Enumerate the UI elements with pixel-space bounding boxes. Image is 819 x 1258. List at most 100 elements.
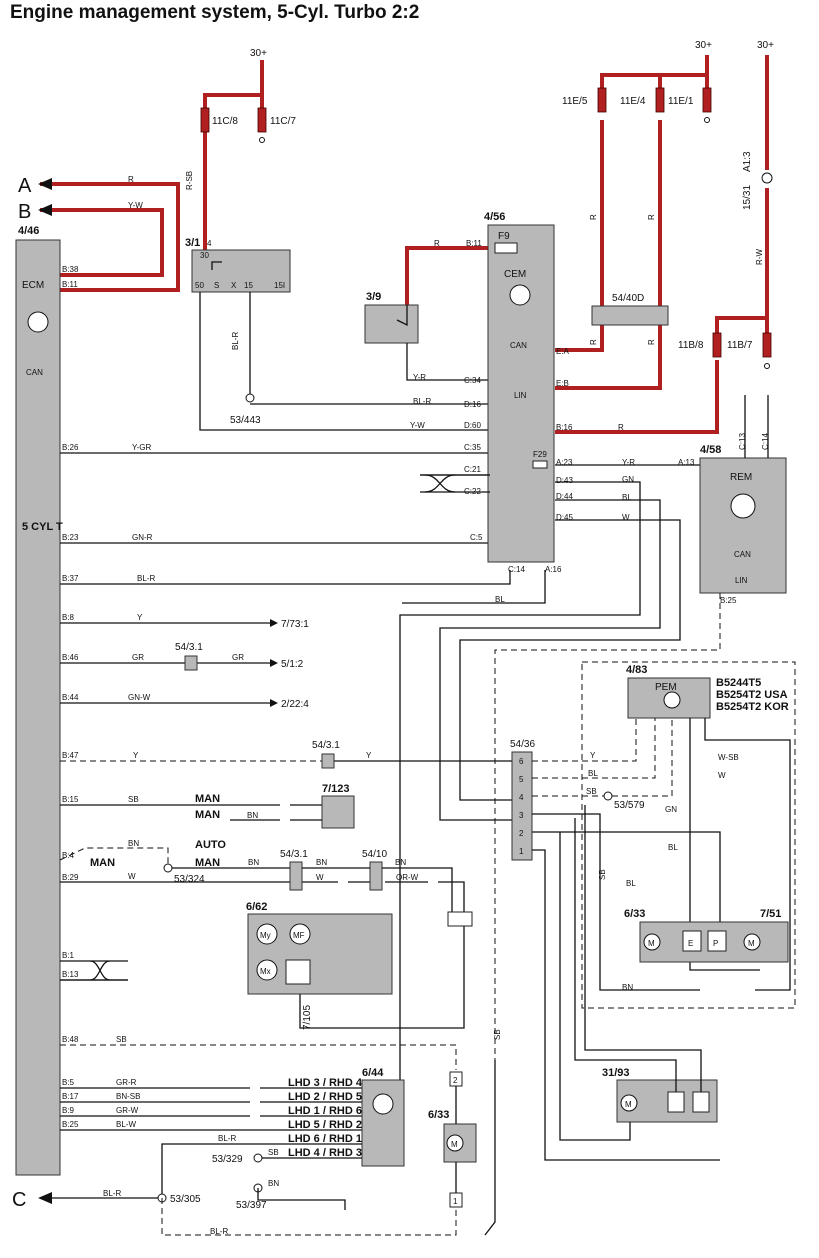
svg-text:CAN: CAN [510,341,527,350]
fuse-11c7: 11C/7 [257,107,296,143]
fuse-ref-label: 15/31 [742,185,753,210]
svg-text:W: W [718,771,726,780]
svg-text:Y-GR: Y-GR [132,443,151,452]
svg-text:54/36: 54/36 [510,739,535,750]
svg-text:B:9: B:9 [62,1106,75,1115]
ref-2-22-4: 2/22:4 [281,699,309,710]
svg-text:D:45: D:45 [556,513,573,522]
svg-text:B:1: B:1 [62,951,75,960]
ref-7-73-1: 7/73:1 [281,619,309,630]
svg-text:B:46: B:46 [62,653,79,662]
svg-text:PEM: PEM [655,682,677,693]
svg-text:3/1: 3/1 [185,237,200,249]
svg-text:E: E [688,939,693,948]
svg-text:D:60: D:60 [464,421,481,430]
svg-text:B:26: B:26 [62,443,79,452]
svg-text:B:25: B:25 [720,596,737,605]
svg-text:C:14: C:14 [761,433,770,450]
splice-label: 54/40D [612,293,644,304]
svg-text:BN: BN [316,858,327,867]
svg-text:R-W: R-W [755,249,764,265]
svg-text:B5244T5: B5244T5 [716,677,761,689]
svg-text:Y-R: Y-R [622,458,635,467]
svg-text:LHD 4 / RHD 3: LHD 4 / RHD 3 [288,1147,362,1159]
svg-text:M: M [648,939,655,948]
svg-text:LHD 6 / RHD 1: LHD 6 / RHD 1 [288,1133,362,1145]
power-wires [40,55,769,434]
diagram-title: Engine management system, 5-Cyl. Turbo 2… [10,2,420,23]
svg-text:4/56: 4/56 [484,211,505,223]
fuse-11e5: 11E/5 [562,87,607,113]
svg-text:P: P [713,939,718,948]
svg-text:M: M [748,939,755,948]
svg-text:E:B: E:B [556,379,569,388]
svg-text:BL-R: BL-R [137,574,155,583]
svg-text:R: R [618,423,624,432]
svg-text:6/33: 6/33 [624,908,645,920]
cem-module: 4/56 F9 CEM CAN LIN F29 [484,211,555,563]
svg-text:MAN: MAN [195,857,220,869]
splice-54-36: 54/36 6 5 4 3 2 1 [510,739,535,861]
svg-text:50: 50 [195,281,204,290]
svg-text:BN: BN [247,811,258,820]
component-7-51: 6/44 [361,1067,405,1167]
svg-text:B:16: B:16 [556,423,573,432]
connector-b-label: B [18,201,31,223]
svg-text:LIN: LIN [735,576,748,585]
svg-text:BL-W: BL-W [116,1120,136,1129]
svg-text:BL-R: BL-R [210,1227,228,1236]
fuse-label: 11B/8 [678,340,704,351]
svg-text:GN-R: GN-R [132,533,153,542]
svg-text:BL-R: BL-R [413,397,431,406]
svg-text:B5254T2 USA: B5254T2 USA [716,689,788,701]
svg-text:BL-R: BL-R [231,332,240,350]
svg-text:REM: REM [730,472,752,483]
svg-text:R: R [589,339,598,345]
svg-text:7/123: 7/123 [322,783,350,795]
svg-text:2: 2 [519,829,524,838]
svg-text:B:5: B:5 [62,1078,75,1087]
svg-text:B:15: B:15 [62,795,79,804]
svg-text:OR-W: OR-W [396,873,419,882]
svg-text:7/105: 7/105 [302,1005,313,1030]
svg-text:BL: BL [495,595,505,604]
pem-module: 4/83 PEM B5244T5 B5254T2 USA B5254T2 KOR [626,664,789,719]
svg-text:B:4: B:4 [62,851,75,860]
connector-c-label: C [12,1189,26,1211]
svg-text:6: 6 [519,757,524,766]
brake-switch: 3/9 [364,291,490,381]
splice-label: 54/3.1 [312,740,340,751]
svg-text:C:35: C:35 [464,443,481,452]
ecm-id: 4/46 [18,225,39,237]
svg-text:B:11: B:11 [62,280,78,289]
svg-text:F9: F9 [498,231,510,242]
svg-text:W: W [316,873,324,882]
svg-text:B:17: B:17 [62,1092,79,1101]
svg-text:LHD 5 / RHD 2: LHD 5 / RHD 2 [288,1119,362,1131]
svg-text:5: 5 [519,775,524,784]
svg-text:Y: Y [366,751,372,760]
svg-text:B5254T2 KOR: B5254T2 KOR [716,701,789,713]
svg-text:B:8: B:8 [62,613,75,622]
svg-text:B:47: B:47 [62,751,79,760]
svg-text:7/51: 7/51 [760,908,781,920]
fuse-label: 11C/8 [212,116,238,127]
svg-text:Y-W: Y-W [128,201,143,210]
ecm-module: 4/46 ECM CAN 5 CYL T [15,225,63,1176]
component-7-123: 7/123 [321,783,355,829]
svg-text:SB: SB [598,869,607,880]
svg-text:53/329: 53/329 [212,1154,243,1165]
svg-text:4: 4 [519,793,524,802]
svg-text:54/3.1: 54/3.1 [280,849,308,860]
ecm-can-label: CAN [26,368,43,377]
rem-module: 4/58 REM CAN LIN A:13 B:25 [678,444,787,605]
svg-text:A:23: A:23 [556,458,573,467]
svg-text:LIN: LIN [514,391,527,400]
svg-text:LHD 2 / RHD 5: LHD 2 / RHD 5 [288,1091,362,1103]
svg-text:E:A: E:A [556,347,570,356]
svg-text:15I: 15I [274,281,285,290]
fuse-11e1: 11E/1 [668,87,712,123]
ecm-label: ECM [22,280,44,291]
svg-text:30: 30 [200,251,209,260]
